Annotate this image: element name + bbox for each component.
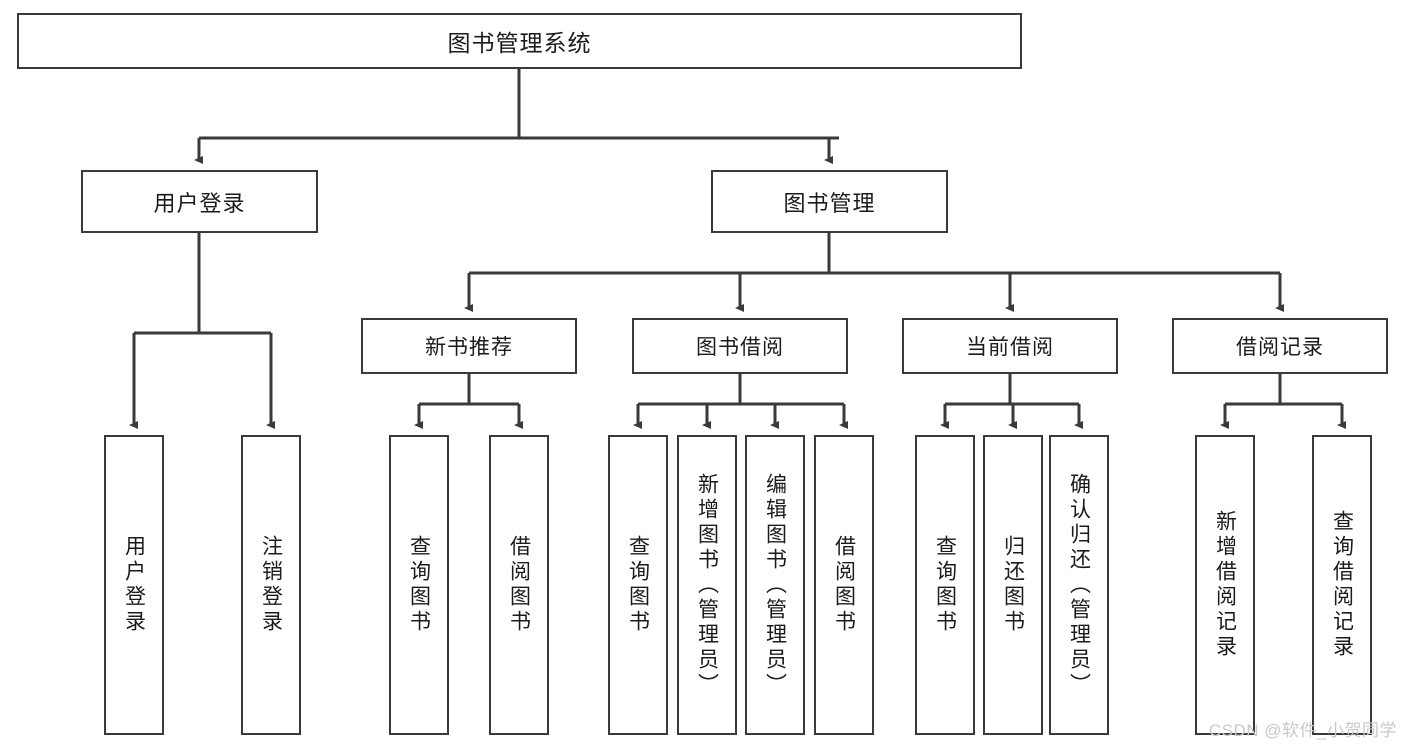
leaf-query-book-current[interactable]: 查询图书 [915, 435, 975, 735]
node-current-borrow[interactable]: 当前借阅 [902, 318, 1118, 374]
node-label: 借阅记录 [1236, 336, 1324, 359]
leaf-logout[interactable]: 注销登录 [241, 435, 301, 735]
leaf-query-book-borrow[interactable]: 查询图书 [608, 435, 668, 735]
leaf-return-book[interactable]: 归还图书 [983, 435, 1043, 735]
node-label: 查询图书 [407, 535, 431, 635]
leaf-add-book-admin[interactable]: 新增图书（管理员） [677, 435, 737, 735]
node-label: 新书推荐 [425, 336, 513, 359]
node-label: 查询图书 [933, 535, 957, 635]
node-borrow-record[interactable]: 借阅记录 [1172, 318, 1388, 374]
node-label: 归还图书 [1001, 535, 1025, 635]
node-label: 编辑图书（管理员） [763, 472, 787, 698]
leaf-edit-book-admin[interactable]: 编辑图书（管理员） [745, 435, 805, 735]
node-label: 用户登录 [122, 535, 146, 635]
node-label: 新增借阅记录 [1213, 510, 1237, 660]
leaf-borrow-book-recommend[interactable]: 借阅图书 [489, 435, 549, 735]
node-label: 确认归还（管理员） [1067, 472, 1091, 698]
leaf-confirm-return-admin[interactable]: 确认归还（管理员） [1049, 435, 1109, 735]
leaf-user-login[interactable]: 用户登录 [104, 435, 164, 735]
node-new-book-recommend[interactable]: 新书推荐 [361, 318, 577, 374]
leaf-borrow-book[interactable]: 借阅图书 [814, 435, 874, 735]
node-book-borrow[interactable]: 图书借阅 [632, 318, 848, 374]
node-label: 图书借阅 [696, 336, 784, 359]
node-label: 用户登录 [153, 190, 246, 216]
node-book-management[interactable]: 图书管理 [711, 170, 948, 233]
node-label: 借阅图书 [832, 535, 856, 635]
node-label: 查询借阅记录 [1330, 510, 1354, 660]
node-label: 当前借阅 [966, 336, 1054, 359]
leaf-query-book-recommend[interactable]: 查询图书 [389, 435, 449, 735]
node-root-book-management-system[interactable]: 图书管理系统 [17, 13, 1022, 69]
csdn-watermark: CSDN @软件_小贺同学 [1208, 721, 1397, 740]
node-label: 借阅图书 [507, 535, 531, 635]
node-label: 注销登录 [259, 535, 283, 635]
node-label: 图书管理 [783, 190, 876, 216]
node-label: 查询图书 [626, 535, 650, 635]
node-label: 图书管理系统 [447, 30, 592, 56]
leaf-add-borrow-record[interactable]: 新增借阅记录 [1195, 435, 1255, 735]
leaf-query-borrow-record[interactable]: 查询借阅记录 [1312, 435, 1372, 735]
node-user-login[interactable]: 用户登录 [81, 170, 318, 233]
node-label: 新增图书（管理员） [695, 472, 719, 698]
